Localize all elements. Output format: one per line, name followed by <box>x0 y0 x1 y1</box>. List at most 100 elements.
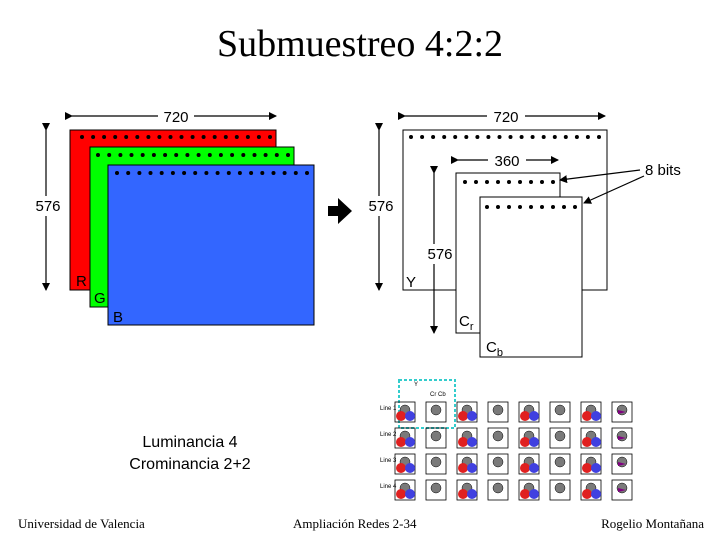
cr-sample <box>396 411 406 421</box>
c-width-label: 360 <box>494 153 519 170</box>
luma-sample <box>492 482 504 494</box>
grid-cell <box>456 401 478 423</box>
cr-sample <box>520 437 530 447</box>
cb-sample <box>591 437 601 447</box>
green-pixel-dot <box>118 153 123 157</box>
blue-pixel-dot <box>159 171 164 175</box>
red-pixel-dot <box>157 135 162 139</box>
blue-pixel-dot <box>249 171 254 175</box>
red-pixel-dot <box>190 135 195 139</box>
cr-sample-dot <box>474 180 478 184</box>
y-sample-dot <box>508 135 513 139</box>
grid-cell <box>425 427 447 449</box>
grid-cells <box>394 401 633 501</box>
blue-pixel-dot <box>237 171 242 175</box>
c-height-label: 576 <box>427 246 452 263</box>
sampling-summary: Luminancia 4 Crominancia 2+2 <box>100 432 280 476</box>
luma-sample <box>492 430 504 442</box>
grid-cell <box>580 479 602 501</box>
cb-sample <box>467 463 477 473</box>
cr-sample-dot <box>485 180 489 184</box>
y-sample-dot <box>409 135 413 139</box>
blue-pixel-dot <box>293 171 298 175</box>
grid-cell <box>394 401 416 423</box>
cr-sample <box>396 437 406 447</box>
red-pixel-dot <box>91 135 96 139</box>
red-pixel-dot <box>146 135 151 139</box>
green-pixel-dot <box>241 153 246 157</box>
green-pixel-dot <box>207 153 212 157</box>
cr-sample <box>520 411 530 421</box>
y-sample-dot <box>585 135 590 139</box>
y-sample-dot <box>475 135 480 139</box>
luma-sample <box>492 456 504 468</box>
luma-sample <box>554 456 566 468</box>
y-sample-dot <box>453 135 458 139</box>
luma-sample <box>554 404 566 416</box>
blue-pixel-dot <box>170 171 175 175</box>
cr-sample <box>520 489 530 499</box>
red-pixel-dot <box>256 135 261 139</box>
cb-sample <box>405 489 415 499</box>
grid-cell <box>487 453 509 475</box>
green-pixel-dot <box>274 153 279 157</box>
cb-plane <box>479 196 583 358</box>
grid-cell <box>487 401 509 423</box>
cb-sample <box>467 437 477 447</box>
cb-sample <box>405 437 415 447</box>
red-pixel-dot <box>212 135 217 139</box>
grid-cell <box>425 401 447 423</box>
luma-sample <box>554 482 566 494</box>
green-pixel-dot <box>230 153 235 157</box>
grid-cell <box>456 427 478 449</box>
luma-sample <box>430 430 442 442</box>
grid-cell <box>611 401 633 423</box>
blue-pixel-dot <box>115 171 119 175</box>
footer-author: Rogelio Montañana <box>601 516 704 531</box>
cr-sample-dot <box>529 180 533 184</box>
blue-pixel-dot <box>182 171 187 175</box>
grid-cell <box>487 479 509 501</box>
rgb-height-label: 576 <box>35 198 60 215</box>
chrominance-ratio: Crominancia 2+2 <box>129 456 251 473</box>
cr-sample <box>396 489 406 499</box>
conversion-arrow <box>328 198 352 224</box>
cb-sample-dot <box>573 205 577 209</box>
green-pixel-dot <box>163 153 168 157</box>
label-b: B <box>113 309 123 326</box>
grid-cell <box>518 427 540 449</box>
cr-sample-dot <box>496 180 500 184</box>
y-sample-dot <box>530 135 535 139</box>
bits-arrow-1 <box>559 169 641 184</box>
bits-arrow-2 <box>583 175 645 204</box>
cr-sample <box>582 489 592 499</box>
cr-sample <box>458 463 468 473</box>
cb-sample <box>529 463 539 473</box>
grid-cell <box>518 453 540 475</box>
cb-sample <box>529 489 539 499</box>
rgb-planes <box>69 129 315 326</box>
sampling-grid: Y Cr Cb Line 1 Line 2 Line 3 Line 4 <box>380 379 633 501</box>
grid-cell <box>580 401 602 423</box>
y-sample-dot <box>486 135 491 139</box>
sample-row-dots <box>409 135 601 209</box>
label-cr: Cr <box>459 313 474 333</box>
y-sample-dot <box>497 135 502 139</box>
cr-sample-dot <box>507 180 511 184</box>
red-pixel-dot <box>124 135 129 139</box>
grid-cell <box>487 427 509 449</box>
scan-direction-arrow <box>618 410 626 414</box>
luminance-ratio: Luminancia 4 <box>142 434 238 451</box>
red-pixel-dot <box>135 135 140 139</box>
cb-sample-dot <box>496 205 500 209</box>
green-pixel-dot <box>252 153 257 157</box>
grid-cell <box>456 479 478 501</box>
green-pixel-dot <box>140 153 145 157</box>
cr-sample <box>396 463 406 473</box>
cb-sample-dot <box>485 205 489 209</box>
blue-pixel-dot <box>260 171 265 175</box>
grid-cell <box>456 453 478 475</box>
cb-sample-dot <box>540 205 544 209</box>
y-sample-dot <box>519 135 524 139</box>
cb-sample <box>467 411 477 421</box>
